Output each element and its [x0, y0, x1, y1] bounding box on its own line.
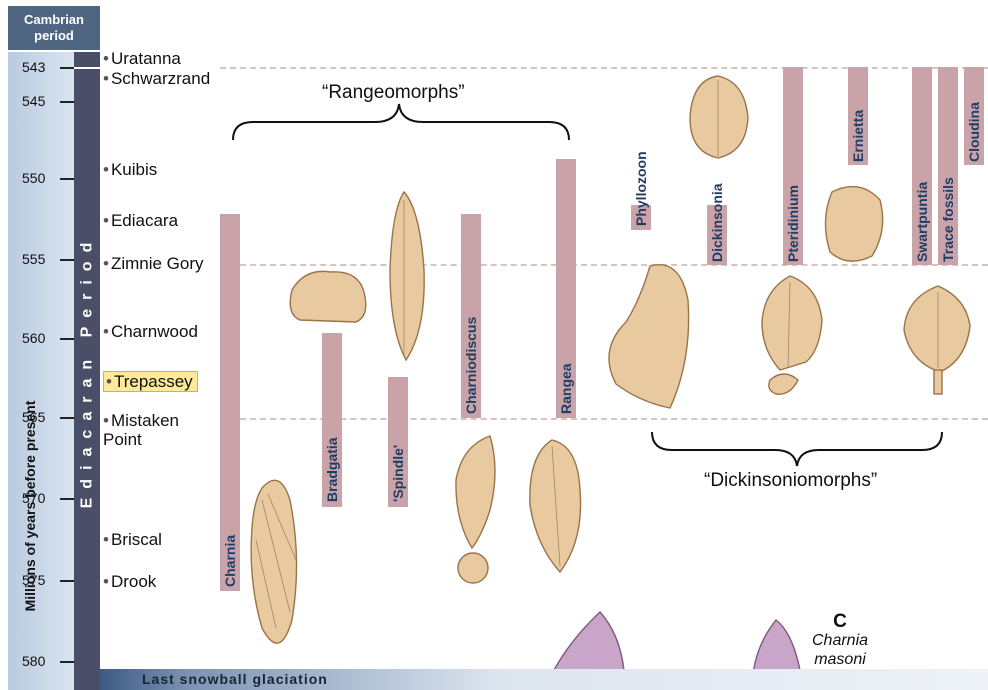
- charniodiscus-holdfast: [458, 553, 488, 583]
- dickinsoniomorphs-brace: [652, 432, 942, 466]
- phyllozoon-fossil: [609, 265, 689, 408]
- panel-letter: C: [800, 612, 880, 631]
- rangea-fossil: [530, 440, 581, 572]
- spindle-fossil: [390, 192, 424, 360]
- species-name: Charnia masoni: [800, 631, 880, 669]
- pteridinium-fossil: [762, 276, 822, 370]
- rangeomorphs-brace: [233, 104, 569, 140]
- pteridinium-frond-base: [769, 374, 798, 394]
- ernietta-fossil: [825, 187, 882, 262]
- bradgatia-fossil: [290, 271, 366, 322]
- swartpuntia-stem: [934, 370, 942, 394]
- charniodiscus-fossil: [456, 436, 495, 548]
- panel-c-caption: C Charnia masoni: [800, 612, 880, 669]
- dickinsonia-fossil: [690, 76, 748, 158]
- swartpuntia-fossil: [904, 286, 970, 372]
- snowball-glaciation-label: Last snowball glaciation: [142, 671, 328, 687]
